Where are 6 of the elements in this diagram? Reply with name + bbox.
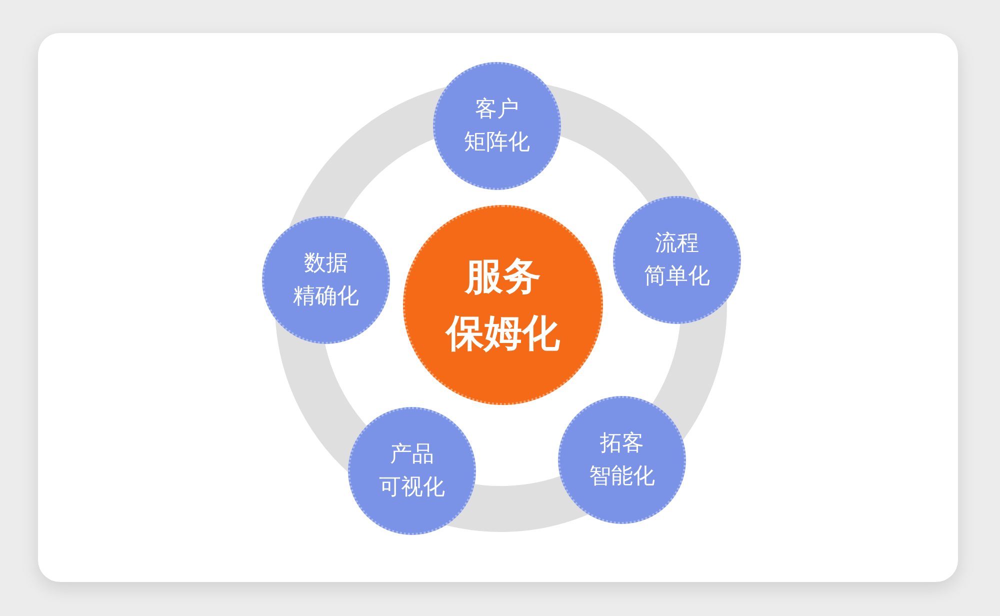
circle-label: 服务保姆化 xyxy=(446,253,560,357)
circle-label: 数据精确化 xyxy=(293,250,359,311)
circle-label: 客户矩阵化 xyxy=(464,96,530,157)
circle-label: 拓客智能化 xyxy=(589,430,655,491)
circle-label: 流程简单化 xyxy=(644,230,710,291)
circle-label: 产品可视化 xyxy=(379,441,445,502)
